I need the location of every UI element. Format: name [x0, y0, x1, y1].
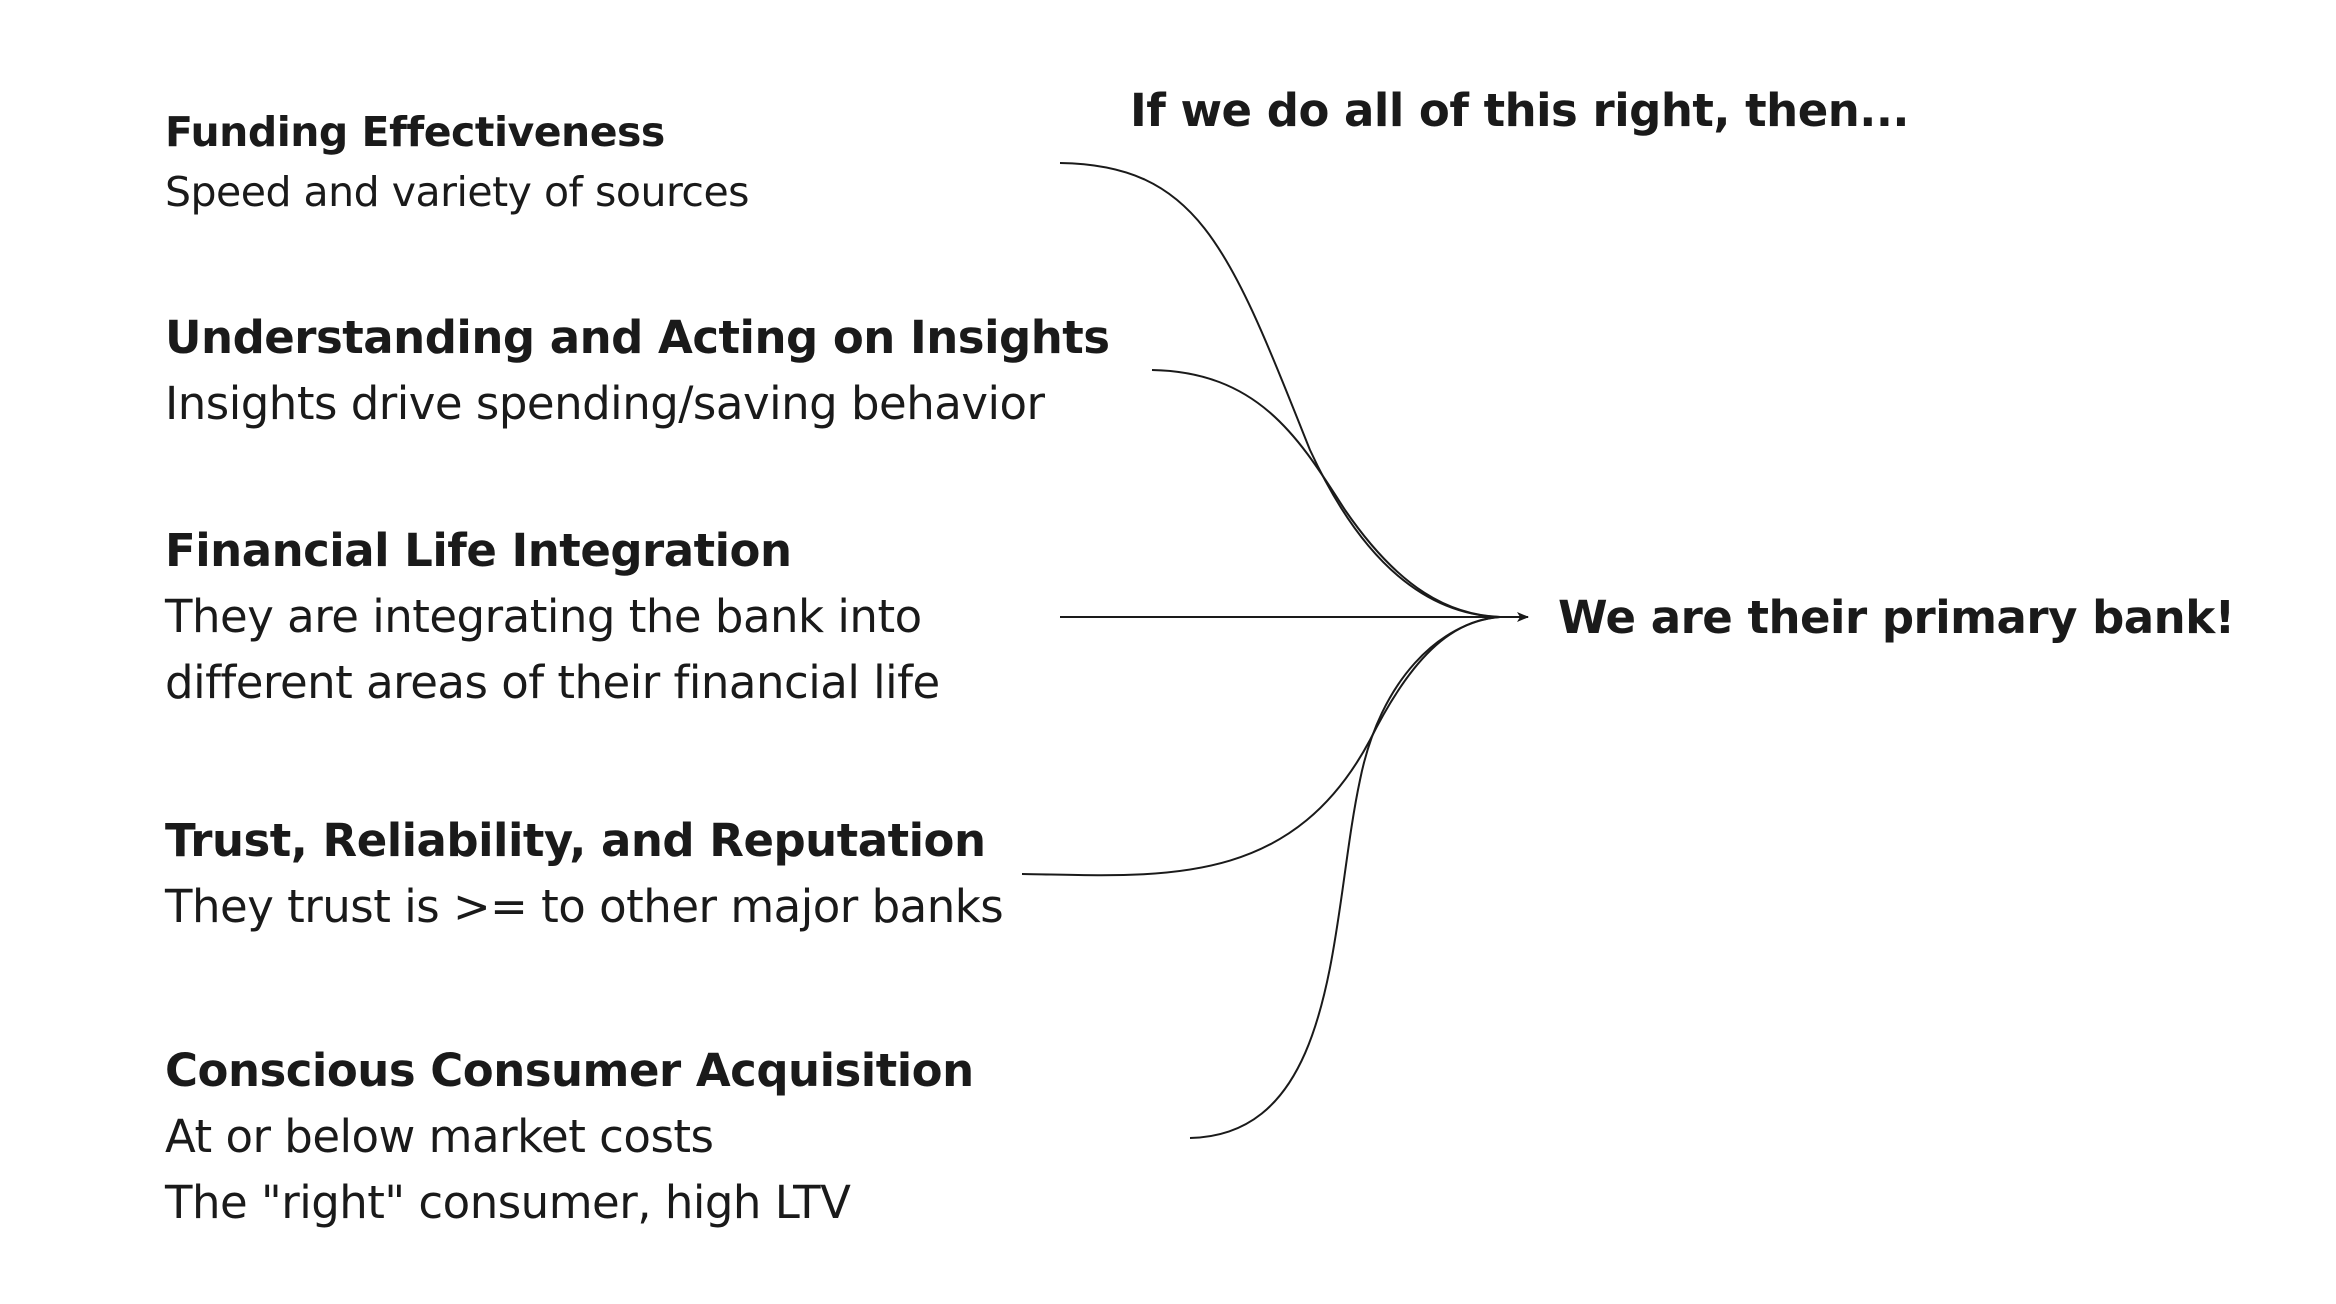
driver-trust-reliability: Trust, Reliability, and Reputation They … — [165, 808, 1004, 940]
driver-financial-life-integration: Financial Life Integration They are inte… — [165, 518, 940, 716]
driver-insights: Understanding and Acting on Insights Ins… — [165, 305, 1110, 437]
driver-description: The "right" consumer, high LTV — [165, 1176, 851, 1229]
driver-description: They are integrating the bank into — [165, 590, 922, 643]
headline: If we do all of this right, then... — [1130, 84, 1910, 137]
connector-funding — [1059, 162, 1501, 618]
connector-acquisition — [1189, 616, 1501, 1139]
connector-insights — [1151, 369, 1501, 618]
driver-consumer-acquisition: Conscious Consumer Acquisition At or bel… — [165, 1038, 974, 1236]
driver-title: Funding Effectiveness — [165, 108, 665, 156]
driver-title: Conscious Consumer Acquisition — [165, 1044, 974, 1097]
connector-trust — [1021, 616, 1501, 877]
driver-title: Financial Life Integration — [165, 524, 792, 577]
driver-description: Speed and variety of sources — [165, 168, 750, 216]
driver-description: At or below market costs — [165, 1110, 714, 1163]
driver-description: They trust is >= to other major banks — [165, 880, 1004, 933]
driver-description: Insights drive spending/saving behavior — [165, 377, 1045, 430]
driver-title: Understanding and Acting on Insights — [165, 311, 1110, 364]
driver-description: different areas of their financial life — [165, 656, 940, 709]
driver-funding-effectiveness: Funding Effectiveness Speed and variety … — [165, 102, 750, 222]
driver-title: Trust, Reliability, and Reputation — [165, 814, 986, 867]
outcome-label: We are their primary bank! — [1558, 591, 2235, 644]
